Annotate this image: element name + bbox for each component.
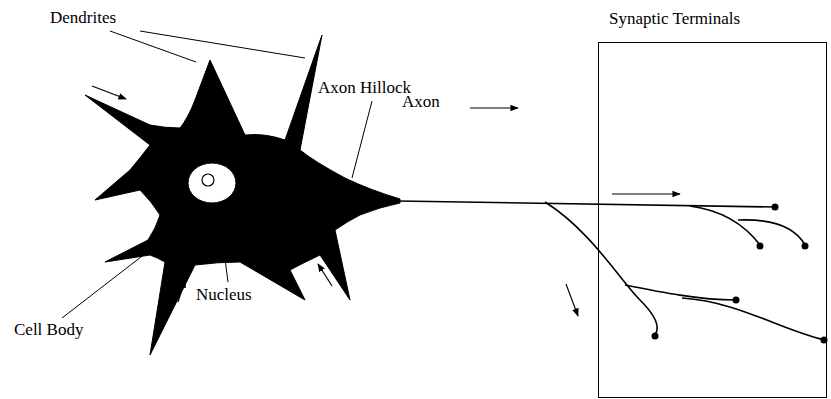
terminal-dot: [733, 297, 740, 304]
leader-lines: [62, 31, 372, 318]
part-label: Nucleus: [196, 285, 252, 305]
signal-arrow: [612, 193, 680, 194]
part-label: Dendrites: [50, 8, 116, 28]
nucleolus-shape: [202, 174, 214, 186]
axon-branch: [682, 298, 825, 340]
axon-lines: [398, 201, 825, 340]
part-label: Axon: [402, 92, 440, 112]
leader-line: [62, 250, 150, 318]
leader-line: [140, 31, 305, 58]
axon-branch: [738, 220, 805, 245]
axon-line: [398, 201, 775, 207]
signal-arrow: [470, 107, 518, 108]
terminal-dot: [757, 243, 764, 250]
signal-arrow: [178, 280, 185, 302]
signal-arrow: [566, 284, 578, 316]
leader-line: [218, 205, 228, 282]
axon-branch: [545, 202, 657, 335]
nucleus-shape: [188, 163, 236, 203]
terminal-dots: [652, 204, 828, 344]
part-label: Axon Hillock: [318, 78, 411, 98]
terminal-dot: [772, 204, 779, 211]
signal-arrows: [92, 86, 680, 316]
box-heading: Synaptic Terminals: [609, 9, 740, 29]
leader-line: [352, 101, 372, 178]
leader-line: [110, 31, 196, 62]
terminal-dot: [652, 333, 659, 340]
axon-branch: [690, 206, 760, 245]
terminal-box: Synaptic Terminals: [598, 42, 827, 398]
axon-branch: [625, 285, 735, 300]
signal-arrow: [318, 264, 332, 286]
signal-arrow: [92, 86, 126, 99]
terminal-dot: [802, 243, 809, 250]
part-label: Cell Body: [14, 320, 83, 340]
